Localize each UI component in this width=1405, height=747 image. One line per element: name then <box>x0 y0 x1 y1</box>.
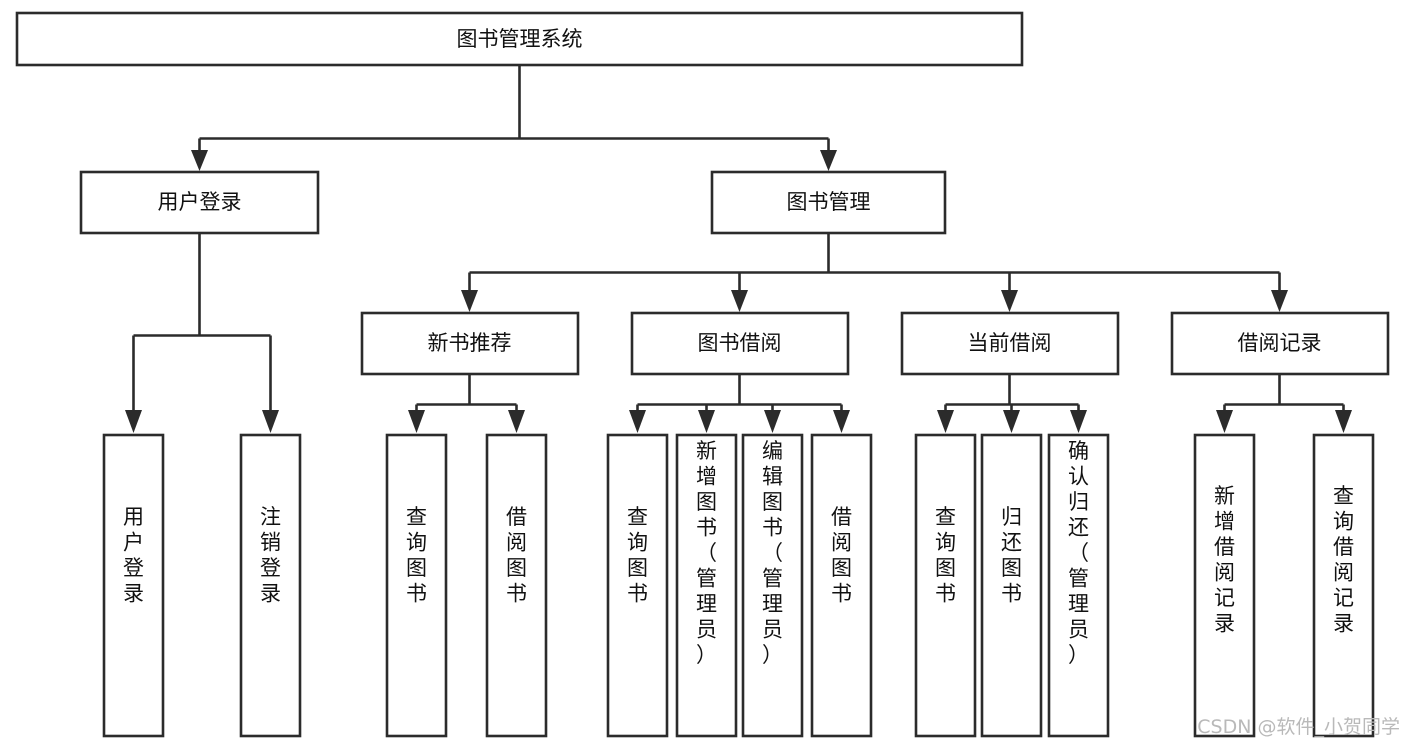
node-leaf-user-login-box[interactable] <box>102 433 165 738</box>
arrow-leaf-query-book-1 <box>408 410 425 433</box>
node-book-manage-label: 图书管理 <box>787 190 871 214</box>
node-leaf-borrow-book-2-label: 借阅图书 <box>831 505 852 606</box>
arrow-leaf-query-book-3 <box>937 410 954 433</box>
node-leaf-confirm-return-label: 确认归还（管理员） <box>1068 439 1089 667</box>
node-leaf-query-record[interactable]: 查询借阅记录 <box>1312 433 1375 738</box>
node-leaf-query-record-label: 查询借阅记录 <box>1333 484 1354 636</box>
node-leaf-confirm-return-box[interactable] <box>1047 433 1110 738</box>
edge-group-book-manage <box>461 233 1288 312</box>
node-leaf-return-book[interactable]: 归还图书 <box>980 433 1043 738</box>
node-leaf-logout-login-label: 注销登录 <box>260 505 281 606</box>
node-leaf-query-book-1-box[interactable] <box>385 433 448 738</box>
node-leaf-add-record-box[interactable] <box>1193 433 1256 738</box>
csdn-watermark: CSDN @软件_小贺同学 <box>1197 716 1400 738</box>
node-leaf-logout-login-box[interactable] <box>239 433 302 738</box>
node-borrow-record-label: 借阅记录 <box>1238 331 1322 355</box>
node-leaf-logout-login[interactable]: 注销登录 <box>239 433 302 738</box>
node-leaf-return-book-label: 归还图书 <box>1001 505 1022 606</box>
node-leaf-query-book-3-label: 查询图书 <box>935 505 956 606</box>
node-leaf-edit-book[interactable]: 编辑图书（管理员） <box>741 433 804 738</box>
arrow-leaf-borrow-book-1 <box>508 410 525 433</box>
node-current-borrow-label: 当前借阅 <box>968 331 1052 355</box>
node-leaf-add-book-label: 新增图书（管理员） <box>696 439 717 667</box>
node-book-manage-box[interactable] <box>710 170 947 235</box>
edge-group-root <box>191 65 837 171</box>
arrow-leaf-logout-login <box>262 410 279 433</box>
node-user-login-box[interactable] <box>79 170 320 235</box>
node-leaf-borrow-book-1-label: 借阅图书 <box>506 505 527 606</box>
arrow-leaf-add-book <box>698 410 715 433</box>
arrow-leaf-borrow-book-2 <box>833 410 850 433</box>
node-borrow-record-box[interactable] <box>1170 311 1390 376</box>
node-user-login-label: 用户登录 <box>158 190 242 214</box>
node-leaf-query-book-1-label: 查询图书 <box>406 505 427 606</box>
node-root-box[interactable] <box>15 11 1024 67</box>
node-leaf-query-book-3[interactable]: 查询图书 <box>914 433 977 738</box>
node-leaf-query-record-box[interactable] <box>1312 433 1375 738</box>
node-leaf-add-record-label: 新增借阅记录 <box>1214 484 1235 636</box>
node-book-borrow-label: 图书借阅 <box>698 331 782 355</box>
arrow-user-login <box>191 150 208 171</box>
node-leaf-edit-book-label: 编辑图书（管理员） <box>762 439 783 667</box>
edge-group-current-borrow <box>937 374 1087 433</box>
node-leaf-edit-book-box[interactable] <box>741 433 804 738</box>
node-leaf-query-book-3-box[interactable] <box>914 433 977 738</box>
arrow-leaf-query-record <box>1335 410 1352 433</box>
node-leaf-user-login[interactable]: 用户登录 <box>102 433 165 738</box>
arrow-leaf-query-book-2 <box>629 410 646 433</box>
arrow-leaf-return-book <box>1003 410 1020 433</box>
node-leaf-query-book-1[interactable]: 查询图书 <box>385 433 448 738</box>
arrow-leaf-user-login <box>125 410 142 433</box>
node-root[interactable]: 图书管理系统 <box>15 11 1024 67</box>
node-leaf-query-book-2-box[interactable] <box>606 433 669 738</box>
node-borrow-record[interactable]: 借阅记录 <box>1170 311 1390 376</box>
arrow-current-borrow <box>1001 290 1018 312</box>
node-current-borrow-box[interactable] <box>900 311 1120 376</box>
arrow-leaf-confirm-return <box>1070 410 1087 433</box>
node-leaf-add-book-box[interactable] <box>675 433 738 738</box>
node-leaf-add-book[interactable]: 新增图书（管理员） <box>675 433 738 738</box>
edge-group-book-borrow <box>629 374 850 433</box>
node-leaf-return-book-box[interactable] <box>980 433 1043 738</box>
node-user-login[interactable]: 用户登录 <box>79 170 320 235</box>
node-leaf-confirm-return[interactable]: 确认归还（管理员） <box>1047 433 1110 738</box>
node-root-label: 图书管理系统 <box>457 27 583 51</box>
node-leaf-query-book-2-label: 查询图书 <box>627 505 648 606</box>
node-new-book-rec-label: 新书推荐 <box>428 331 512 355</box>
edge-group-new-book-rec <box>408 374 525 433</box>
node-leaf-borrow-book-2-box[interactable] <box>810 433 873 738</box>
node-book-manage[interactable]: 图书管理 <box>710 170 947 235</box>
arrow-leaf-edit-book <box>764 410 781 433</box>
node-leaf-query-book-2[interactable]: 查询图书 <box>606 433 669 738</box>
node-book-borrow[interactable]: 图书借阅 <box>630 311 850 376</box>
node-current-borrow[interactable]: 当前借阅 <box>900 311 1120 376</box>
node-new-book-rec[interactable]: 新书推荐 <box>360 311 580 376</box>
node-new-book-rec-box[interactable] <box>360 311 580 376</box>
node-book-borrow-box[interactable] <box>630 311 850 376</box>
node-leaf-borrow-book-2[interactable]: 借阅图书 <box>810 433 873 738</box>
edge-group-user-login <box>125 233 279 433</box>
node-leaf-borrow-book-1[interactable]: 借阅图书 <box>485 433 548 738</box>
edge-group-borrow-record <box>1216 374 1352 433</box>
arrow-leaf-add-record <box>1216 410 1233 433</box>
arrow-borrow-record <box>1271 290 1288 312</box>
arrow-new-book-rec <box>461 290 478 312</box>
arrow-book-borrow <box>731 290 748 312</box>
node-leaf-user-login-label: 用户登录 <box>123 505 144 606</box>
arrow-book-manage <box>820 150 837 171</box>
node-leaf-add-record[interactable]: 新增借阅记录 <box>1193 433 1256 738</box>
node-leaf-borrow-book-1-box[interactable] <box>485 433 548 738</box>
